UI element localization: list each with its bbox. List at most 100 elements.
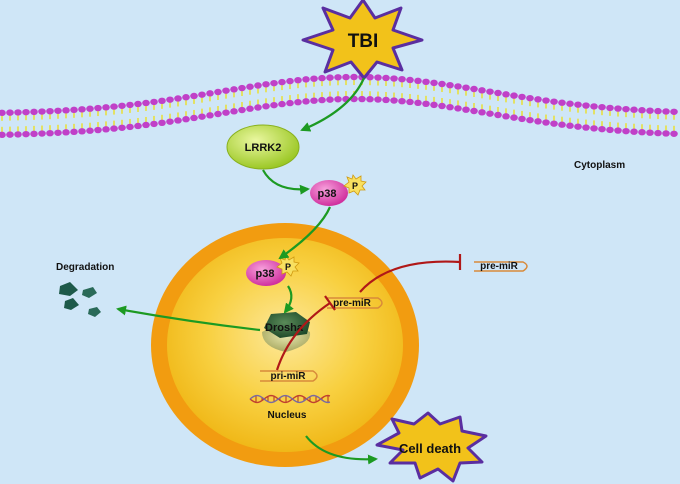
lipid-head [262,103,270,110]
lipid-head [606,104,614,112]
lipid-head [302,76,310,83]
lipid-head [518,93,526,101]
dna-strand [249,394,331,404]
pre-mir-nucleus: pre-miR [327,297,383,309]
lipid-head [110,103,118,110]
inhibition-lines [275,254,462,371]
lipid-head [510,92,518,99]
lipid-head [494,111,502,119]
lipid-head [14,109,22,116]
lipid-head [222,109,230,116]
lipid-head [622,105,630,113]
lipid-head [190,114,198,122]
lipid-head [502,91,510,98]
cytoplasm-label: Cytoplasm [574,160,625,171]
phospho-cyto-label: P [352,181,358,191]
lipid-head [278,78,286,86]
lipid-head [550,98,558,105]
lipid-head [470,107,478,115]
lipid-head [110,125,118,132]
lipid-head [502,113,510,120]
lipid-head [38,108,46,115]
lipid-head [46,107,54,115]
lipid-head [590,125,598,132]
lipid-head [46,129,54,137]
lipid-head [294,76,302,84]
lipid-head [102,126,110,133]
lipid-head [470,85,478,93]
lipid-head [446,81,454,89]
lipid-head [118,102,126,109]
lipid-head [174,95,182,102]
arrow-p38-to-drosha [283,285,294,314]
lipid-head [390,75,398,82]
lipid-head [102,104,110,111]
tbi-label: TBI [348,31,379,52]
lipid-head [62,107,70,114]
lipid-head [526,94,534,102]
pri-mir-label: pri-miR [271,371,307,382]
lipid-head [214,110,222,118]
arrow-tbi-to-lrrk2 [300,77,366,132]
lipid-head [390,97,398,104]
lipid-head [134,122,142,130]
arrow-nucleus-to-cell-death [305,435,378,465]
lipid-head [582,124,590,131]
lipid-head [374,96,382,103]
lipid-head [6,131,14,138]
cell-death-label: Cell death [399,441,461,456]
lipid-head [382,96,390,104]
p38-cytoplasm: p38 P [310,174,367,206]
lipid-head [246,83,254,90]
lrrk2-protein: LRRK2 [226,124,300,170]
lipid-head [430,79,438,87]
lipid-head [438,80,446,88]
lipid-head [638,129,646,136]
lipid-head [150,98,158,106]
lipid-head [174,117,182,124]
lipid-head [662,108,670,115]
lipid-head [166,96,174,103]
lipid-head [158,119,166,127]
lipid-head [126,101,134,109]
lipid-head [542,97,550,104]
lipid-head [598,103,606,111]
lipid-head [238,84,246,92]
lipid-head [62,129,70,136]
lipid-head [566,122,574,129]
tbi-burst: TBI [301,0,424,80]
lipid-head [406,76,414,84]
pre-mir-cyto-label: pre-miR [480,261,519,272]
lipid-head [22,130,30,138]
lipid-head [278,100,286,108]
lipid-head [550,120,558,127]
lipid-head [398,75,406,83]
lipid-head [358,95,366,103]
lipid-head [654,129,662,137]
lipid-head [270,79,278,87]
lipid-head [190,92,198,100]
lipid-head [582,102,590,109]
pre-mir-nuc-label: pre-miR [333,298,372,309]
lipid-head [78,128,86,135]
lipid-head [182,94,190,101]
lipid-head [670,130,678,137]
lipid-head [638,107,646,114]
lipid-head [318,74,326,82]
lipid-head [198,91,206,98]
lipid-head [382,74,390,82]
lipid-head [30,108,38,116]
lipid-head [134,100,142,108]
lrrk2-label: LRRK2 [245,142,282,154]
lipid-head [254,104,262,111]
lipid-head [22,108,30,116]
lipid-head [590,103,598,110]
lipid-head [566,100,574,107]
lipid-head [486,88,494,95]
lipid-head [86,105,94,112]
lipid-head [86,127,94,134]
lipid-head [654,107,662,115]
lipid-head [630,128,638,135]
lipid-head [406,98,414,106]
lipid-head [94,104,102,112]
